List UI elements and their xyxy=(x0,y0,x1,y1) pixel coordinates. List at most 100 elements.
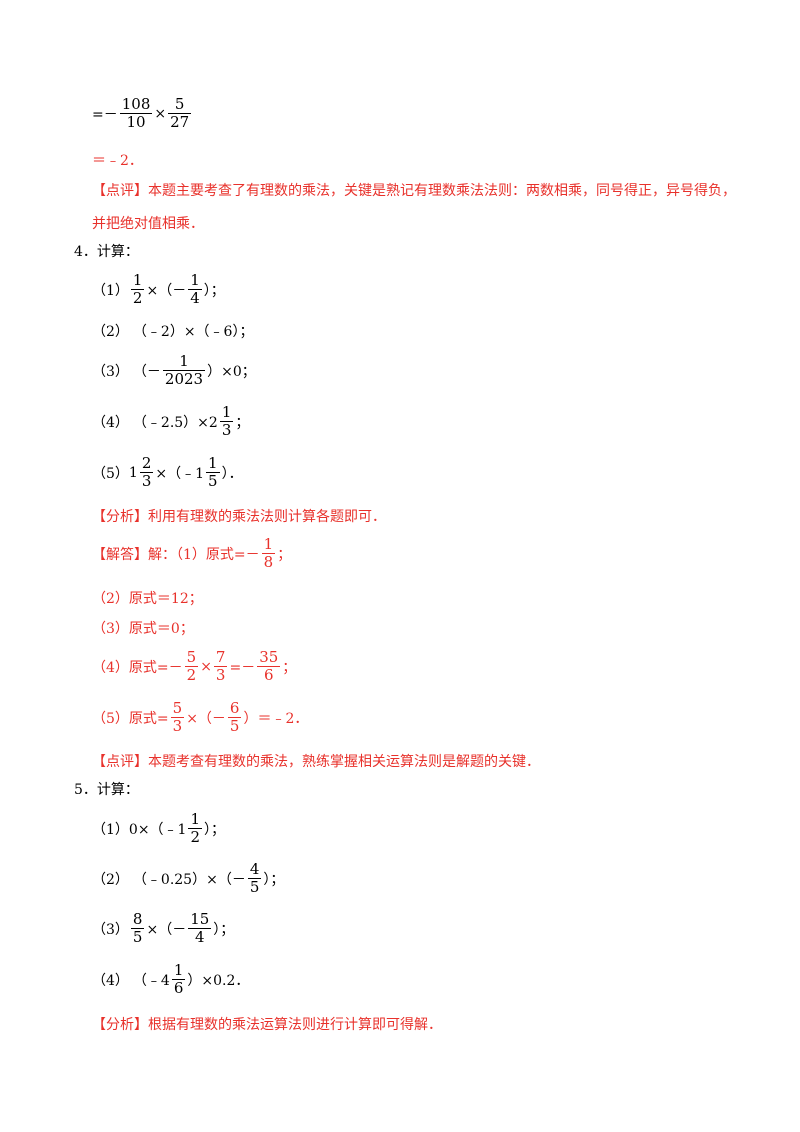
frac-bar xyxy=(170,717,185,718)
numerator: 15 xyxy=(190,910,210,928)
denominator: 2023 xyxy=(164,370,204,388)
denominator: 3 xyxy=(172,717,183,735)
denominator: 2 xyxy=(190,828,201,846)
numerator: 1 xyxy=(190,271,200,289)
expr-text: ）×0； xyxy=(207,363,256,380)
answer-tag: 【解答】 xyxy=(92,546,148,563)
frac-bar xyxy=(139,472,154,473)
numerator: 6 xyxy=(229,699,240,717)
part-label: （1） xyxy=(92,282,129,299)
eq-prefix: =－ xyxy=(92,106,118,123)
part-label: （4） xyxy=(92,972,129,989)
numerator: 1 xyxy=(263,535,274,553)
expr-text: ）； xyxy=(213,921,235,938)
numerator: 1 xyxy=(208,454,218,472)
part-label: （3） xyxy=(92,921,129,938)
times-sign: × xyxy=(200,658,212,675)
expr-text: ）； xyxy=(203,282,225,299)
question-5-title: 5．计算： xyxy=(74,779,139,799)
denominator: 2 xyxy=(186,666,197,684)
expr-text: 0×（﹣1 xyxy=(128,821,187,838)
comment-tag: 【点评】 xyxy=(92,754,148,770)
result-text: ＝﹣2． xyxy=(92,153,143,169)
comment-text: 本题主要考查了有理数的乘法，关键是熟记有理数乘法法则：两数相乘，同号得正，异号得… xyxy=(148,183,736,199)
q4-part-2: （2） （﹣2）×（﹣6）； xyxy=(92,321,253,341)
denominator: 5 xyxy=(229,717,240,735)
expr-text: ； xyxy=(235,414,250,431)
numerator: 5 xyxy=(186,648,197,666)
q4-comment: 【点评】本题考查有理数的乘法，熟练掌握相关运算法则是解题的关键． xyxy=(92,751,540,771)
numerator: 5 xyxy=(174,95,185,113)
part-label: （1） xyxy=(92,821,129,838)
denominator: 5 xyxy=(249,878,260,896)
answer-text: ）＝﹣2． xyxy=(243,710,309,727)
denominator: 5 xyxy=(208,472,218,490)
frac-bar xyxy=(130,928,145,929)
frac-bar xyxy=(227,717,242,718)
question-title: 4．计算： xyxy=(74,244,139,260)
answer-text: ； xyxy=(277,546,292,563)
question-title: 5．计算： xyxy=(74,782,139,798)
answer-text: （5）原式= xyxy=(92,710,169,727)
expr-text: ×（－ xyxy=(146,282,187,299)
expr-text: ）； xyxy=(263,871,285,888)
expr-text: （－ xyxy=(132,363,161,380)
comment-tag: 【点评】 xyxy=(92,183,148,199)
numerator: 108 xyxy=(121,95,151,113)
expr-text: ）×0.2． xyxy=(187,972,250,989)
expr-text: ）； xyxy=(204,821,226,838)
frac-bar xyxy=(171,979,186,980)
analysis-text: 利用有理数的乘法法则计算各题即可． xyxy=(148,509,386,525)
denominator: 2 xyxy=(132,289,143,307)
answer-text: =－ xyxy=(229,659,256,676)
expr-text: （﹣0.25）×（－ xyxy=(132,871,246,888)
comment-line-2: 并把绝对值相乘． xyxy=(92,213,204,233)
denominator: 10 xyxy=(126,113,146,131)
denominator: 6 xyxy=(263,666,274,684)
frac-bar xyxy=(206,472,220,473)
frac-bar xyxy=(119,113,153,114)
answer-text: （2）原式＝12； xyxy=(92,591,203,607)
frac-bar xyxy=(219,421,234,422)
part-label: （4） xyxy=(92,414,129,431)
answer-text: （4）原式=－ xyxy=(92,659,183,676)
numerator: 35 xyxy=(259,648,279,666)
answer-text: （3）原式＝0； xyxy=(92,621,194,637)
expr-text: ）． xyxy=(221,465,243,482)
frac-bar xyxy=(247,878,262,879)
frac-bar xyxy=(130,289,145,290)
frac-bar xyxy=(188,928,212,929)
part-label: （3） xyxy=(92,363,129,380)
analysis-tag: 【分析】 xyxy=(92,1017,148,1033)
denominator: 8 xyxy=(263,553,274,571)
expr-text: ×（－ xyxy=(146,921,187,938)
denominator: 5 xyxy=(132,928,143,946)
denominator: 27 xyxy=(170,113,190,131)
result-line: ＝﹣2． xyxy=(92,150,143,170)
numerator: 2 xyxy=(141,454,152,472)
numerator: 4 xyxy=(249,860,260,878)
q4-answer-3: （3）原式＝0； xyxy=(92,618,194,638)
